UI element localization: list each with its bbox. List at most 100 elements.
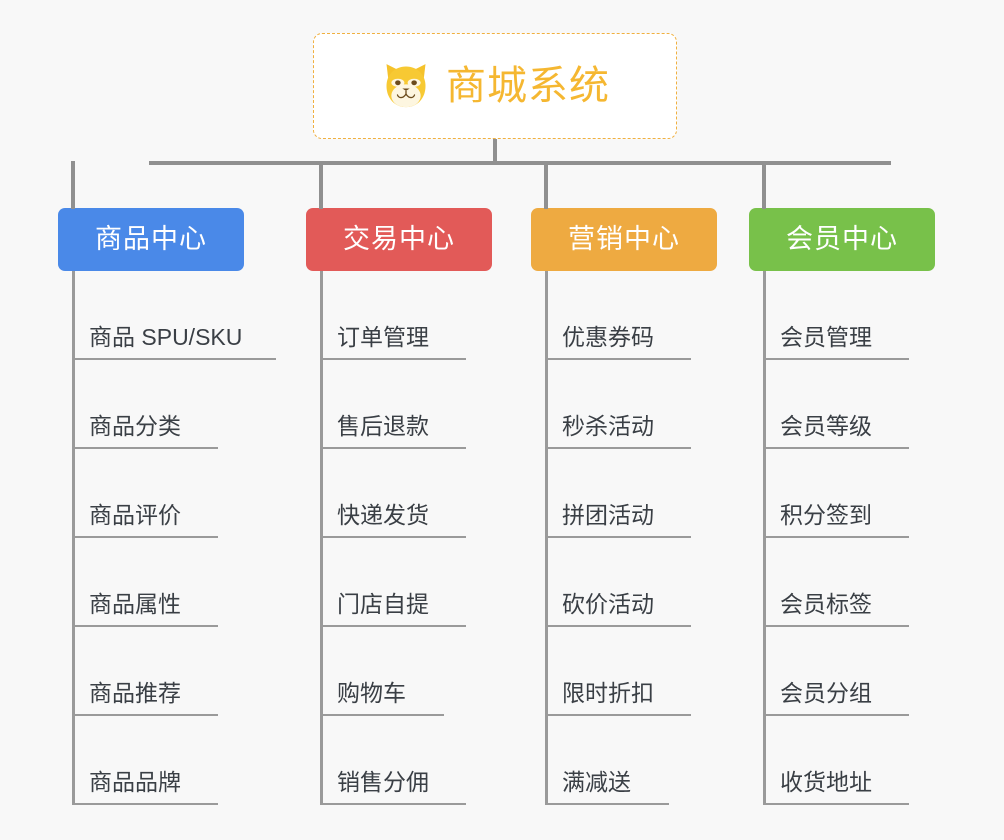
leaf-item-label: 满减送 <box>562 769 631 795</box>
leaf-item-underline <box>545 803 669 805</box>
leaf-item[interactable]: 会员管理 <box>749 271 935 360</box>
leaf-item-underline <box>72 803 218 805</box>
leaf-item-underline <box>545 714 691 716</box>
leaf-item-label: 销售分佣 <box>337 769 429 795</box>
branch-trunk-3 <box>545 271 548 805</box>
leaf-item[interactable]: 商品推荐 <box>58 627 244 716</box>
leaf-item-underline <box>320 625 466 627</box>
leaf-item-label: 商品推荐 <box>89 680 181 706</box>
leaf-item[interactable]: 积分签到 <box>749 449 935 538</box>
leaf-item-label: 砍价活动 <box>562 591 654 617</box>
leaf-item-label: 优惠券码 <box>562 324 654 350</box>
leaf-item[interactable]: 销售分佣 <box>306 716 492 805</box>
leaf-item-label: 订单管理 <box>337 324 429 350</box>
connector-drop-3 <box>544 161 548 209</box>
root-node[interactable]: 商城系统 <box>313 33 677 139</box>
branch-trunk-4 <box>763 271 766 805</box>
leaf-item-underline <box>72 447 218 449</box>
root-title: 商城系统 <box>446 64 610 108</box>
leaf-item-label: 限时折扣 <box>562 680 654 706</box>
leaf-list: 商品 SPU/SKU 商品分类商品评价商品属性商品推荐商品品牌 <box>58 271 276 805</box>
leaf-item[interactable]: 商品 SPU/SKU <box>58 271 276 360</box>
leaf-item-label: 商品 SPU/SKU <box>89 324 243 350</box>
leaf-item[interactable]: 限时折扣 <box>531 627 717 716</box>
branch-header-2[interactable]: 交易中心 <box>306 208 492 271</box>
leaf-item[interactable]: 满减送 <box>531 716 717 805</box>
leaf-item[interactable]: 商品属性 <box>58 538 244 627</box>
leaf-item-label: 拼团活动 <box>562 502 654 528</box>
leaf-item-label: 商品分类 <box>89 413 181 439</box>
leaf-item-underline <box>763 358 909 360</box>
branch-header-label: 会员中心 <box>786 224 898 254</box>
leaf-item-underline <box>320 536 466 538</box>
leaf-item-underline <box>320 803 466 805</box>
leaf-item-label: 售后退款 <box>337 413 429 439</box>
leaf-item-underline <box>72 714 218 716</box>
branch-header-label: 交易中心 <box>343 224 455 254</box>
branch-header-4[interactable]: 会员中心 <box>749 208 935 271</box>
leaf-list: 优惠券码秒杀活动拼团活动砍价活动限时折扣满减送 <box>531 271 717 805</box>
leaf-item[interactable]: 购物车 <box>306 627 492 716</box>
shiba-dog-face-icon <box>380 60 432 112</box>
leaf-item[interactable]: 商品分类 <box>58 360 244 449</box>
branch-trunk-2 <box>320 271 323 805</box>
leaf-item-label: 会员分组 <box>780 680 872 706</box>
leaf-item[interactable]: 会员标签 <box>749 538 935 627</box>
leaf-item[interactable]: 商品品牌 <box>58 716 244 805</box>
branch-header-3[interactable]: 营销中心 <box>531 208 717 271</box>
leaf-item-underline <box>320 447 466 449</box>
leaf-list: 会员管理会员等级积分签到会员标签会员分组收货地址 <box>749 271 935 805</box>
leaf-item-label: 会员管理 <box>780 324 872 350</box>
leaf-item-underline <box>545 358 691 360</box>
leaf-list: 订单管理售后退款快递发货门店自提购物车销售分佣 <box>306 271 492 805</box>
leaf-item-underline <box>72 536 218 538</box>
leaf-item-label: 快递发货 <box>337 502 429 528</box>
leaf-item[interactable]: 秒杀活动 <box>531 360 717 449</box>
leaf-item-underline <box>320 358 466 360</box>
leaf-item-underline <box>545 536 691 538</box>
leaf-item-underline <box>763 803 909 805</box>
leaf-item[interactable]: 商品评价 <box>58 449 244 538</box>
leaf-item-underline <box>763 447 909 449</box>
leaf-item-underline <box>763 714 909 716</box>
leaf-item-label: 秒杀活动 <box>562 413 654 439</box>
branch-column-4: 会员中心会员管理会员等级积分签到会员标签会员分组收货地址 <box>749 208 935 805</box>
connector-horizontal-bus <box>149 161 891 165</box>
branch-header-1[interactable]: 商品中心 <box>58 208 244 271</box>
leaf-item[interactable]: 优惠券码 <box>531 271 717 360</box>
branch-column-1: 商品中心商品 SPU/SKU 商品分类商品评价商品属性商品推荐商品品牌 <box>58 208 276 805</box>
leaf-item-label: 购物车 <box>337 680 406 706</box>
leaf-item-underline <box>320 714 444 716</box>
leaf-item-underline <box>763 536 909 538</box>
branch-column-3: 营销中心优惠券码秒杀活动拼团活动砍价活动限时折扣满减送 <box>531 208 717 805</box>
branch-header-label: 营销中心 <box>568 224 680 254</box>
leaf-item-label: 会员等级 <box>780 413 872 439</box>
connector-drop-2 <box>319 161 323 209</box>
leaf-item-underline <box>72 625 218 627</box>
leaf-item-label: 收货地址 <box>780 769 872 795</box>
branch-column-2: 交易中心订单管理售后退款快递发货门店自提购物车销售分佣 <box>306 208 492 805</box>
leaf-item-label: 门店自提 <box>337 591 429 617</box>
connector-root-stem <box>493 139 497 164</box>
leaf-item-label: 商品评价 <box>89 502 181 528</box>
leaf-item-label: 商品属性 <box>89 591 181 617</box>
leaf-item[interactable]: 门店自提 <box>306 538 492 627</box>
leaf-item-label: 会员标签 <box>780 591 872 617</box>
leaf-item[interactable]: 售后退款 <box>306 360 492 449</box>
leaf-item-underline <box>545 447 691 449</box>
leaf-item[interactable]: 会员分组 <box>749 627 935 716</box>
branch-trunk-1 <box>72 271 75 805</box>
leaf-item-underline <box>545 625 691 627</box>
connector-drop-4 <box>762 161 766 209</box>
leaf-item[interactable]: 拼团活动 <box>531 449 717 538</box>
leaf-item-label: 积分签到 <box>780 502 872 528</box>
leaf-item[interactable]: 砍价活动 <box>531 538 717 627</box>
leaf-item[interactable]: 会员等级 <box>749 360 935 449</box>
leaf-item-underline <box>72 358 276 360</box>
leaf-item[interactable]: 收货地址 <box>749 716 935 805</box>
branch-header-label: 商品中心 <box>95 224 207 254</box>
leaf-item[interactable]: 订单管理 <box>306 271 492 360</box>
leaf-item[interactable]: 快递发货 <box>306 449 492 538</box>
leaf-item-underline <box>763 625 909 627</box>
